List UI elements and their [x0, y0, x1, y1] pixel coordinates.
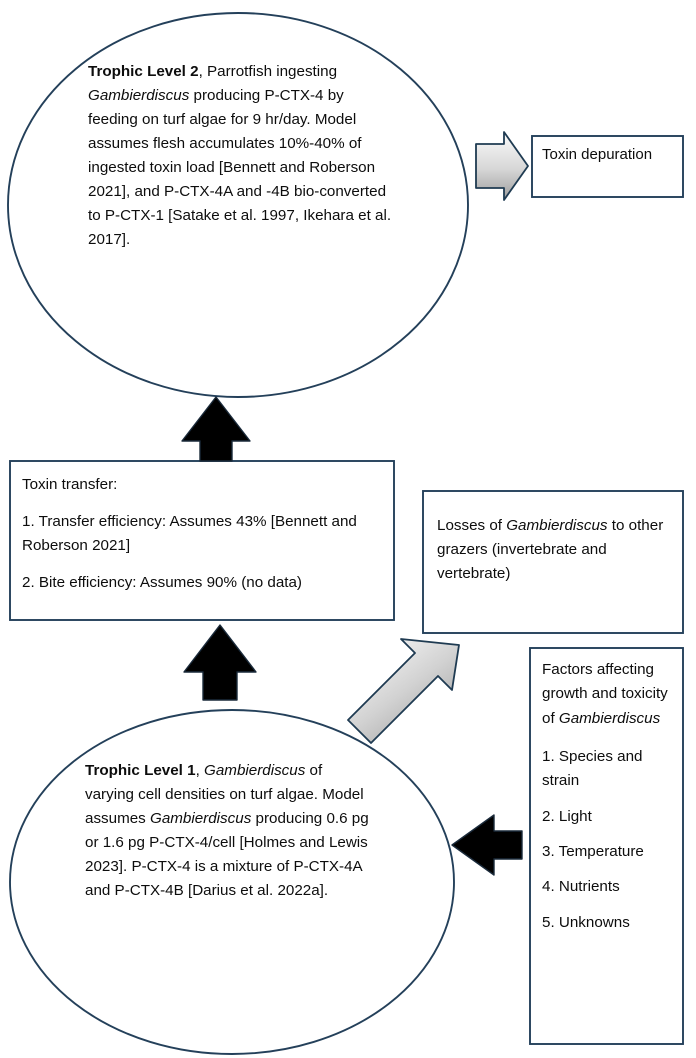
trophic-level-1-ellipse: Trophic Level 1, Gambierdiscus of varyin…: [85, 759, 375, 903]
arrow-factors-to-tl1-icon: [451, 814, 523, 876]
factors-box: Factors affecting growth and toxicity of…: [530, 648, 683, 1044]
trophic-level-2-seg-1: Gambierdiscus: [88, 87, 190, 105]
trophic-level-1-seg-3: Gambierdiscus: [150, 810, 252, 828]
arrow-tl1-to-transfer-icon: [183, 624, 257, 701]
trophic-level-1-seg-4: producing 0.6 pg or 1.6 pg P-CTX-4/cell …: [85, 810, 373, 900]
losses-seg-0: Losses of: [437, 517, 507, 534]
toxin-transfer-item-2: 2. Bite efficiency: Assumes 90% (no data…: [22, 574, 302, 592]
trophic-level-1-lead: Trophic Level 1: [85, 762, 196, 779]
factors-item-3: 3. Temperature: [542, 842, 644, 860]
toxin-transfer-box: Toxin transfer: 1. Transfer efficiency: …: [10, 461, 394, 620]
factors-item-2: 2. Light: [542, 807, 592, 825]
factors-item-5: 5. Unknowns: [542, 913, 630, 931]
trophic-level-2-seg-0: , Parrotfish ingesting: [198, 63, 342, 80]
toxin-depuration-box: Toxin depuration: [532, 136, 683, 197]
losses-seg-2: to other grazers (invertebrate and verte…: [437, 517, 668, 583]
factors-item-4: 4. Nutrients: [542, 878, 620, 896]
arrow-transfer-to-tl2-icon: [181, 396, 251, 462]
factors-heading-seg-1: Gambierdiscus: [558, 709, 661, 727]
trophic-level-2-lead: Trophic Level 2: [88, 63, 199, 80]
factors-heading-seg-0: Factors affecting growth and toxicity of: [542, 661, 673, 727]
arrow-tl1-to-losses-icon: [347, 638, 460, 744]
trophic-level-1-seg-1: Gambierdiscus: [204, 762, 306, 779]
toxin-depuration-text: Toxin depuration: [542, 146, 653, 163]
trophic-level-1-seg-2: of varying cell densities on turf algae.…: [85, 762, 368, 828]
losses-seg-1: Gambierdiscus: [506, 517, 608, 534]
trophic-level-2-ellipse: Trophic Level 2, Parrotfish ingesting Ga…: [88, 60, 396, 252]
arrow-depuration-icon: [475, 131, 529, 201]
factors-heading: Factors affecting growth and toxicity of…: [542, 658, 675, 731]
losses-box: Losses of Gambierdiscus to other grazers…: [423, 491, 683, 633]
trophic-level-2-seg-2: producing P-CTX-4 by feeding on turf alg…: [88, 87, 396, 249]
trophic-level-1-text: Trophic Level 1, Gambierdiscus of varyin…: [85, 759, 375, 903]
trophic-level-1-seg-0: ,: [195, 762, 205, 779]
toxin-transfer-heading: Toxin transfer:: [22, 476, 118, 493]
factors-item-1: 1. Species and strain: [542, 747, 647, 790]
losses-text: Losses of Gambierdiscus to other grazers…: [437, 514, 669, 586]
toxin-transfer-item-1: 1. Transfer efficiency: Assumes 43% [Ben…: [22, 513, 362, 555]
trophic-level-2-text: Trophic Level 2, Parrotfish ingesting Ga…: [88, 60, 396, 252]
